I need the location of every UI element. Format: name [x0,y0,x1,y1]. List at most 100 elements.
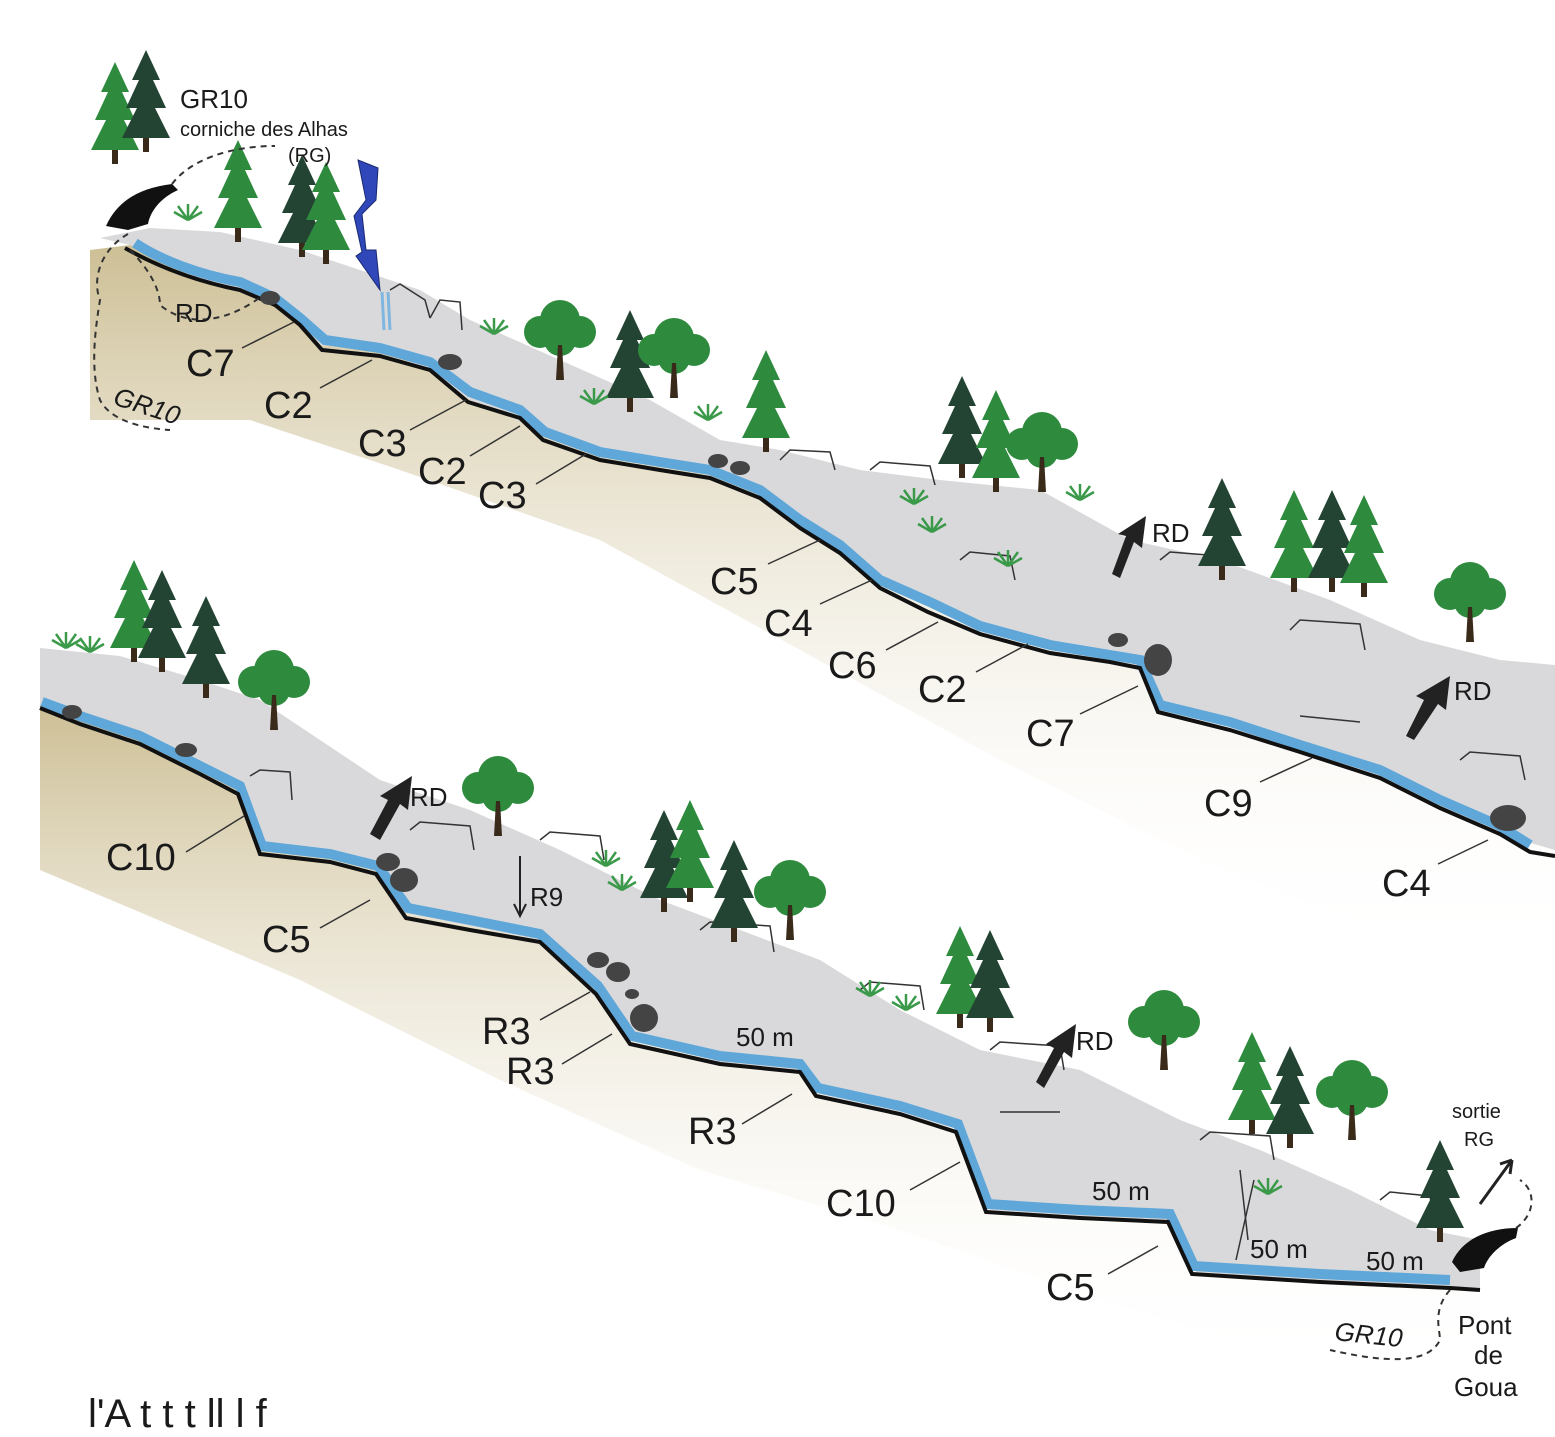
obstacle-label: C7 [1026,713,1075,755]
boulder [62,705,82,719]
distance-label: 50 m [1092,1176,1150,1206]
obstacle-label: C2 [918,669,967,711]
corniche-label: corniche des Alhas [180,119,348,141]
rock-blocks-upper [389,283,1526,781]
rd-label: RD [1076,1026,1114,1056]
streambed-upper [124,246,1555,858]
obstacle-label: C5 [262,919,311,961]
obstacle-label: C5 [1046,1267,1095,1309]
fern [890,992,922,1012]
pine-tree [182,596,230,698]
obstacle-label: R3 [482,1011,531,1053]
section-upper: GR10 corniche des Alhas (RG) RD GR10 C7 … [90,50,1555,960]
boulders-lower [62,705,658,1032]
leader-lines-upper [241,321,1489,865]
bridge-label: Pont [1458,1310,1512,1340]
fern [590,848,622,868]
fern [74,634,106,654]
leader-lines-lower [185,815,1255,1275]
boulder [587,952,609,968]
boulder [1108,633,1128,647]
caption-text: l'A t t t ll l f [88,1392,267,1436]
oak-tree [1434,562,1506,642]
distance-label: 50 m [736,1022,794,1052]
section-lower: C10 C5 R9 R3 R3 R3 C10 C5 50 m 50 m 50 m… [39,560,1533,1402]
rd-arrow-icon [1406,676,1450,740]
trail-title: GR10 [180,84,248,114]
obstacle-label: C6 [828,645,877,687]
rock-lower [40,648,1480,1290]
obstacle-label: C2 [264,385,313,427]
boulder [376,853,400,871]
boulder [390,868,418,892]
exit-side-label: RG [1464,1129,1494,1151]
water-lower [40,697,1451,1285]
boulder [438,354,462,370]
start-overhang [106,184,178,230]
rd-arrow-icon [370,776,412,840]
gr10-label: GR10 [1333,1316,1404,1353]
obstacle-label: C3 [358,423,407,465]
obstacle-label: R9 [530,882,563,912]
rd-arrow-icon [1112,516,1146,578]
exit-overhang [1452,1228,1518,1272]
obstacle-label: C7 [186,343,235,385]
bridge-label: de [1474,1340,1503,1370]
pine-tree [214,140,262,242]
obstacle-label: C9 [1204,783,1253,825]
rock-blocks-lower [249,769,1435,1241]
pine-tree [1266,1046,1314,1148]
fern [1064,482,1096,502]
fern [172,202,204,222]
boulders-upper [260,291,1526,831]
pine-tree [938,376,986,478]
oak-tree [1006,412,1078,492]
streambed-lower [39,706,1481,1292]
pine-tree [710,840,758,942]
obstacle-label: C3 [478,475,527,517]
boulder [1490,805,1526,831]
pine-tree [1416,1140,1464,1242]
tributary-arrow-icon [353,159,381,292]
boulder [606,962,630,982]
rd-arrows-upper [1112,516,1450,740]
rd-label: RD [1454,676,1492,706]
water-upper [132,238,1533,850]
oak-tree [1316,1060,1388,1140]
obstacle-label: C4 [764,603,813,645]
bridge-label: Goua [1454,1372,1518,1402]
gr10-trail-lower [1329,1179,1533,1361]
obstacle-label: R3 [688,1111,737,1153]
pine-tree [91,62,139,164]
obstacle-label: C5 [710,561,759,603]
obstacle-label: C10 [826,1183,896,1225]
distance-label: 50 m [1250,1234,1308,1264]
pine-tree [122,50,170,152]
fern [692,402,724,422]
obstacle-label: R3 [506,1051,555,1093]
exit-arrow-icon [1478,1158,1514,1205]
boulder [630,1004,658,1032]
boulder [625,989,639,999]
obstacle-label: C4 [1382,863,1431,905]
boulder [260,291,280,305]
oak-tree [638,318,710,398]
pine-tree [742,350,790,452]
earth-lower [40,705,1480,1380]
rd-arrows-lower [370,776,1076,1088]
oak-tree [754,860,826,940]
rd-label: RD [1152,518,1190,548]
oak-tree [1128,990,1200,1070]
rd-label: RD [410,782,448,812]
rd-label: RD [175,298,213,328]
boulder [730,461,750,475]
obstacle-label: C2 [418,451,467,493]
boulder [1144,644,1172,676]
rd-arrow-icon [1036,1024,1076,1088]
boulder [175,743,197,757]
obstacle-label: C10 [106,837,176,879]
rappel-arrow-icon [513,856,527,919]
boulder [708,454,728,468]
exit-label: sortie [1452,1101,1501,1123]
